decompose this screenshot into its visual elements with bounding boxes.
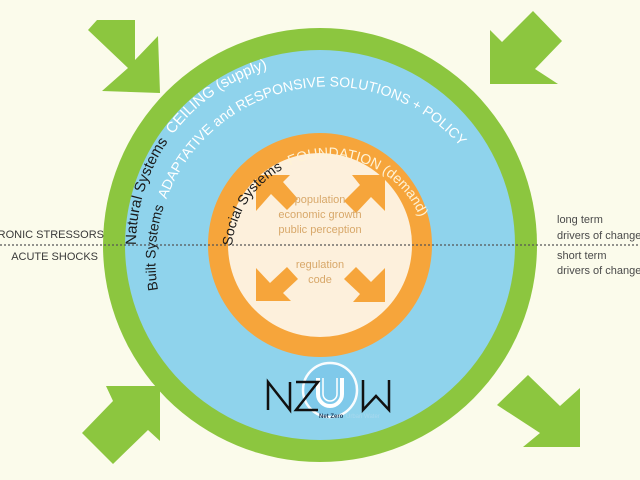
core-arrow-bottom-left-icon <box>256 267 298 301</box>
arrow-top-left-icon <box>88 20 160 93</box>
core-text-population: population <box>295 194 346 206</box>
core-text-public-perception: public perception <box>278 224 361 236</box>
logo-subtitle: Net Zero <box>319 414 344 420</box>
logo-w-glyph-icon <box>361 380 391 414</box>
short-term-label: short term <box>557 250 607 262</box>
long-term-drivers-label: drivers of change <box>557 230 640 242</box>
logo-subtitle-faint: Urban Water <box>346 414 380 420</box>
acute-shocks-label: ACUTE SHOCKS <box>11 251 98 263</box>
long-term-label: long term <box>557 214 603 226</box>
logo-u-glyph-icon <box>316 378 344 408</box>
chronic-stressors-label: CHRONIC STRESSORS <box>0 229 104 241</box>
core-text-code: code <box>308 274 332 286</box>
core-arrow-top-right-icon <box>344 175 385 213</box>
logo-z-glyph-icon <box>293 380 321 412</box>
core-arrow-bottom-right-icon <box>344 267 385 302</box>
short-term-drivers-label: drivers of change <box>557 265 640 277</box>
core-text-regulation: regulation <box>296 259 344 271</box>
core-arrow-top-left-icon <box>256 175 298 211</box>
arrow-bottom-right-icon <box>497 375 580 447</box>
logo-circle-icon <box>301 361 359 419</box>
arrow-top-right-icon <box>490 11 562 84</box>
logo-n-glyph-icon <box>266 378 292 414</box>
core-text-economic-growth: economic growth <box>278 209 361 221</box>
arrow-bottom-left-icon <box>82 386 160 464</box>
nzuw-logo: Net Zero Urban Water <box>266 361 391 420</box>
